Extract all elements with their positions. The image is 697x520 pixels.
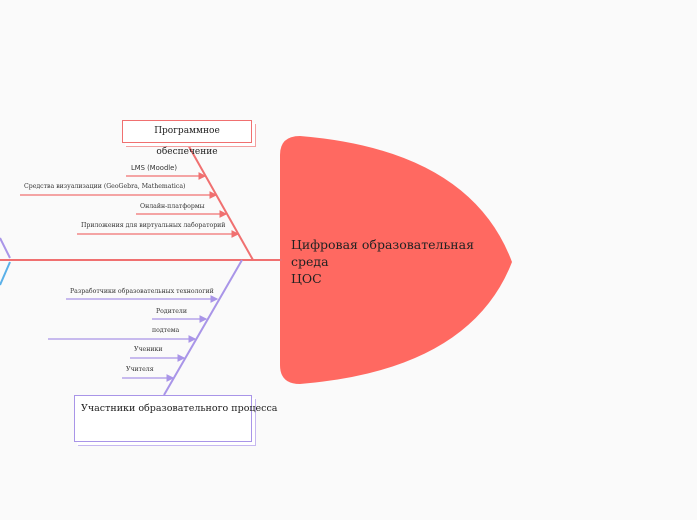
topic-virtual-labs[interactable]: Приложения для виртуальных лабораторий xyxy=(81,222,226,229)
head-title[interactable]: Цифровая образовательная среда ЦОС xyxy=(291,236,481,287)
fish-head[interactable] xyxy=(280,136,512,384)
offscreen-branch-blue xyxy=(0,261,11,286)
category-participants-box[interactable]: Участники образовательного процесса xyxy=(74,395,277,442)
offscreen-branch-purple xyxy=(0,237,11,259)
topic-developers[interactable]: Разработчики образовательных технологий xyxy=(70,288,214,295)
topic-students[interactable]: Ученики xyxy=(134,346,163,353)
head-title-line-2: среда xyxy=(291,254,329,269)
category-software-box[interactable]: Программное обеспечение xyxy=(122,120,252,157)
topic-lms[interactable]: LMS (Moodle) xyxy=(131,164,177,172)
topic-subtopic[interactable]: подтема xyxy=(152,327,180,334)
head-title-line-1: Цифровая образовательная xyxy=(291,237,474,252)
category-software-label: Программное обеспечение xyxy=(154,126,220,157)
bone-software xyxy=(186,142,254,261)
head-title-line-3: ЦОС xyxy=(291,271,322,286)
topic-online-platforms[interactable]: Онлайн-платформы xyxy=(140,203,205,210)
category-participants-label: Участники образовательного процесса xyxy=(81,403,278,414)
topic-parents[interactable]: Родители xyxy=(156,308,187,315)
topic-visualization[interactable]: Средства визуализации (GeoGebra, Mathema… xyxy=(24,183,186,190)
bone-participants xyxy=(163,259,243,396)
topic-teachers[interactable]: Учителя xyxy=(126,366,154,373)
